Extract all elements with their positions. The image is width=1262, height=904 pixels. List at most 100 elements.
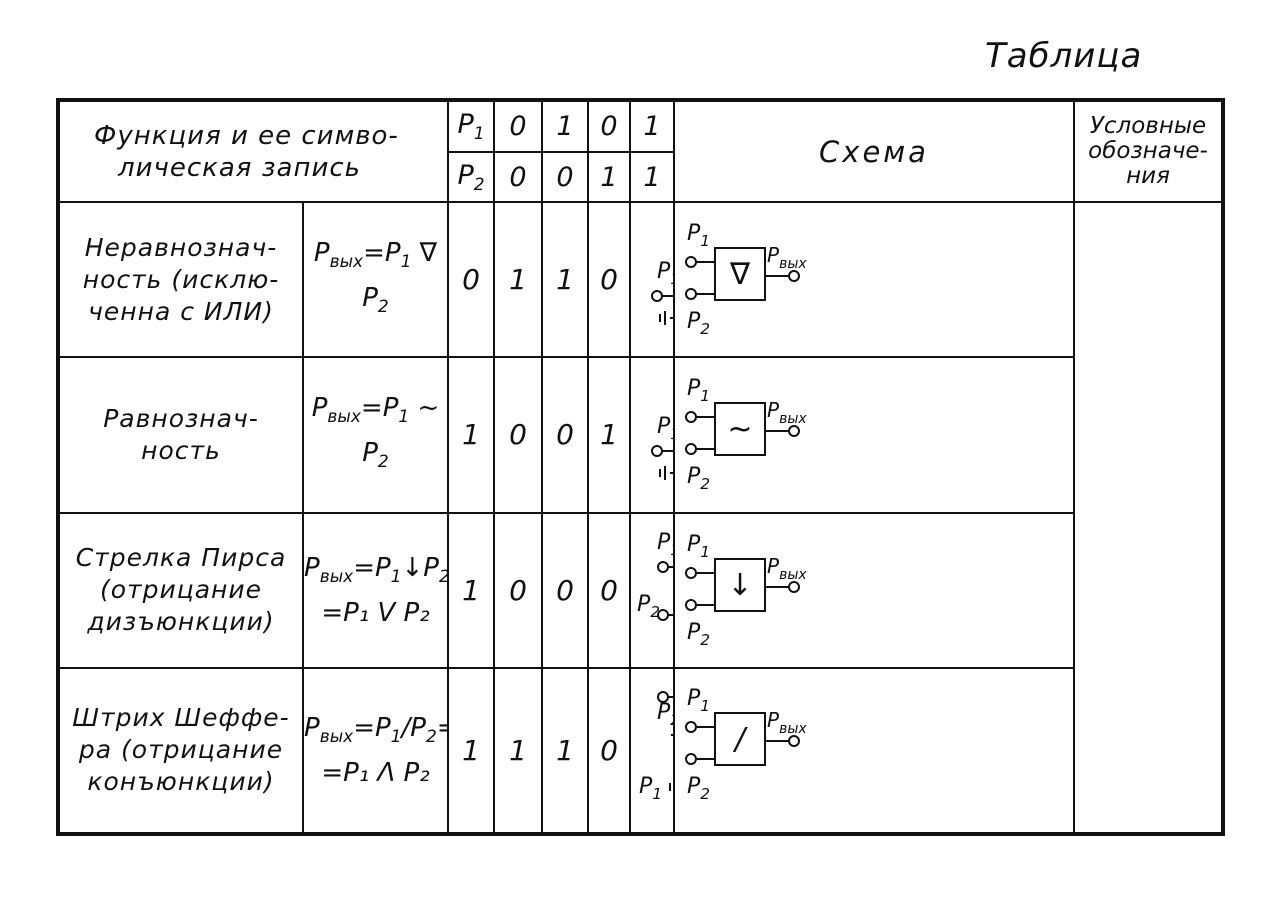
output-bit-2: 0	[493, 511, 543, 669]
port-label: P1	[687, 532, 710, 561]
header-symbols-line2: обозначе-	[1088, 138, 1208, 165]
port-label: P1	[687, 221, 710, 250]
terminal-circle	[788, 580, 800, 593]
function-name: Равнознач- ность	[57, 356, 304, 514]
port-label: Pвых	[767, 243, 807, 272]
symbol-glyph: /	[732, 722, 748, 757]
header-symbols-line3: ния	[1126, 163, 1170, 190]
port-label: Pвых	[767, 554, 807, 583]
output-bit-3: 1	[541, 201, 589, 359]
port-label: Pвых	[767, 398, 807, 427]
symbol-box	[714, 557, 766, 612]
output-bit-1: 1	[447, 356, 495, 514]
terminal-circle	[657, 560, 669, 573]
port-label: P2	[687, 620, 710, 649]
output-bit-2: 0	[493, 356, 543, 514]
formula-op: ∇ P	[362, 237, 438, 313]
header-p1-sub: 1	[473, 124, 485, 145]
header-function-line2: лическая запись	[118, 152, 361, 183]
terminal-circle	[685, 288, 697, 301]
formula-p: P	[304, 552, 320, 583]
terminal-circle	[657, 691, 669, 704]
header-p1: P1	[447, 98, 495, 154]
table-row: Штрих Шеффе- ра (отрицание конъюнкции) P…	[57, 666, 1223, 836]
function-formula: Pвых=P1 ~ P2	[302, 356, 449, 514]
output-bit-3: 1	[541, 666, 589, 836]
formula-rest: =P	[353, 552, 391, 583]
port-label: Pвых	[767, 708, 807, 737]
function-name-line: конъюнкции)	[87, 767, 275, 797]
formula-op: ↓P	[401, 552, 439, 583]
terminal-circle	[657, 608, 669, 621]
output-bit-4: 0	[587, 511, 631, 669]
function-formula: Pвых=P1 ∇ P2	[302, 201, 449, 359]
symbol-box	[714, 402, 766, 457]
symbol-box	[714, 712, 766, 767]
terminal-circle	[788, 425, 800, 438]
table-row: Равнознач- ность Pвых=P1 ~ P2 1 0 0 1 P1…	[57, 356, 1223, 514]
header-p2-bit-3: 1	[587, 151, 631, 204]
terminal-circle	[788, 735, 800, 748]
function-name-line: (отрицание	[99, 575, 263, 605]
terminal-circle	[685, 598, 697, 611]
formula-sub: вых	[319, 566, 354, 587]
terminal-circle	[651, 290, 663, 303]
header-function: Функция и ее симво- лическая запись	[57, 98, 449, 204]
formula-line2: =P₁ Λ P₂	[321, 757, 430, 788]
formula-op: ~ P	[362, 392, 440, 468]
output-bit-3: 0	[541, 356, 589, 514]
formula-tail: =	[437, 713, 446, 743]
formula-p2-sub: 2	[377, 296, 389, 317]
function-formula: Pвых=P1↓P2= =P₁ V P₂	[302, 511, 449, 669]
header-p2: P2	[447, 151, 495, 204]
header-p1-bit-3: 0	[587, 98, 631, 154]
formula-p1-sub: 1	[400, 251, 412, 272]
function-name-line: Неравнознач-	[84, 232, 278, 262]
header-p2-sub: 2	[473, 174, 485, 195]
table-row: Неравнознач- ность (исклю- ченна с ИЛИ) …	[57, 201, 1223, 359]
output-bit-2: 1	[493, 201, 543, 359]
terminal-circle	[651, 445, 663, 458]
port-label: P1	[687, 376, 710, 405]
output-bit-2: 1	[493, 666, 543, 836]
header-symbols-line1: Условные	[1089, 113, 1207, 140]
terminal-circle	[685, 753, 697, 766]
function-name-line: ность	[141, 435, 221, 465]
formula-rest: =P	[360, 392, 399, 423]
formula-p: P	[313, 237, 330, 268]
formula-sub: вых	[319, 726, 354, 747]
symbol-glyph: ∇	[729, 257, 751, 292]
formula-rest: =P	[363, 237, 401, 268]
scheme-cell: P2P1Pвых	[629, 666, 675, 836]
formula-p1-sub: 1	[390, 726, 402, 747]
function-name-line: ра (отрицание	[78, 735, 284, 765]
port-label: P2	[637, 592, 660, 621]
terminal-circle	[685, 721, 697, 734]
table-caption: Таблица	[985, 36, 1143, 76]
formula-p1-sub: 1	[398, 406, 410, 427]
port-label: P1	[657, 414, 674, 443]
function-name: Неравнознач- ность (исклю- ченна с ИЛИ)	[57, 201, 304, 359]
port-label: P2	[657, 700, 674, 729]
terminal-circle	[685, 411, 697, 424]
port-label: P1	[657, 259, 674, 288]
scheme-diagram: P2P1Pвых	[639, 691, 674, 803]
header-p2-bit-2: 0	[541, 151, 589, 204]
formula-sub: вых	[329, 251, 364, 272]
port-label: P2	[687, 774, 710, 803]
symbol-glyph: ↓	[727, 568, 752, 603]
header-symbols: Условные обозначе- ния	[1073, 98, 1224, 204]
terminal-circle	[685, 256, 697, 269]
terminal-circle	[685, 443, 697, 456]
header-p2-letter: P	[457, 159, 474, 191]
